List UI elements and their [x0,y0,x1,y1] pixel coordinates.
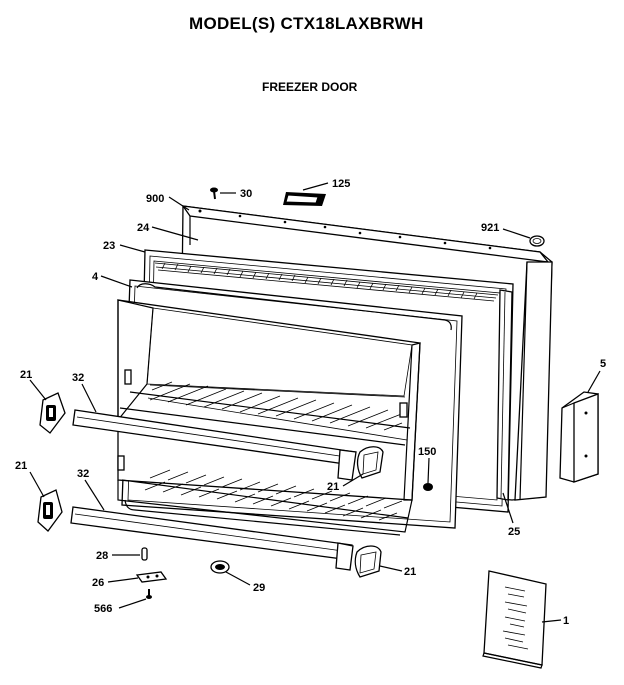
screw-icon [210,187,218,200]
breaker-strip [496,289,513,501]
callout-32-lower: 32 [77,468,89,480]
rail-end-cap-upper-left [39,392,66,434]
callout-29: 29 [253,582,265,594]
callout-28: 28 [96,550,108,562]
rail-end-cap-lower-right [354,545,382,578]
callout-23: 23 [103,240,115,252]
door-liner [117,279,463,536]
callout-21-center: 21 [327,481,339,493]
door-shelf-rail-upper [72,409,357,481]
callout-30: 30 [240,188,252,200]
callout-5: 5 [600,358,606,370]
callout-900: 900 [146,193,164,205]
door-bumper [210,560,230,574]
door-shelf-rail-lower [70,506,354,571]
callout-25: 25 [508,526,520,538]
callout-21-lower-left: 21 [15,460,27,472]
callout-921: 921 [481,222,499,234]
section-title: FREEZER DOOR [262,80,358,94]
leader-lines [29,182,601,623]
callout-24: 24 [137,222,150,234]
callout-4: 4 [92,271,99,283]
callout-566: 566 [94,603,112,615]
callout-32-upper: 32 [72,372,84,384]
callout-26: 26 [92,577,104,589]
literature-booklet [482,570,547,669]
callout-21-upper-left: 21 [20,369,32,381]
callout-1: 1 [563,615,569,627]
model-title: MODEL(S) CTX18LAXBRWH [189,14,424,33]
callout-21-lower-right: 21 [404,566,416,578]
callout-150: 150 [418,446,436,458]
hinge-plate [135,571,168,583]
screw-150-icon [423,483,433,491]
hinge-pin [141,547,148,561]
door-stop-bracket [559,391,599,483]
callout-125: 125 [332,178,350,190]
hinge-screw-icon [146,589,152,599]
rail-end-cap-center [356,446,384,479]
rail-end-cap-lower-left [37,489,63,532]
plug-button [529,235,545,247]
nameplate [283,192,326,206]
